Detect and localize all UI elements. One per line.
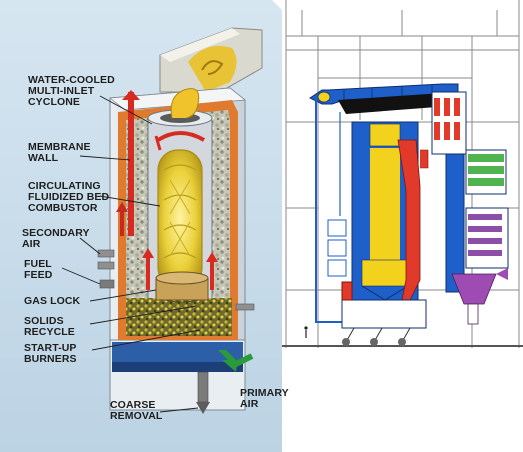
label-line: FLUIDIZED BED xyxy=(28,191,110,203)
label-coarse-removal: COARSE REMOVAL xyxy=(110,400,162,422)
boiler-cross-section-diagram xyxy=(282,0,523,360)
label-line: MULTI-INLET xyxy=(28,85,95,97)
label-line: RECYCLE xyxy=(24,326,75,338)
startup-burner-pipe xyxy=(235,303,255,311)
combustor-core xyxy=(157,149,203,289)
label-line: CIRCULATING xyxy=(28,180,101,192)
label-line: COARSE xyxy=(110,399,156,411)
label-line: SOLIDS xyxy=(24,315,64,327)
label-water-cooled-cyclone: WATER-COOLED MULTI-INLET CYCLONE xyxy=(28,75,115,108)
feed-nozzles xyxy=(97,249,115,289)
flue-gas-crossover xyxy=(338,92,464,154)
furnace-bottom xyxy=(341,299,427,346)
label-line: WATER-COOLED xyxy=(28,74,115,86)
top-steam-drum-duct xyxy=(309,83,459,105)
economizer xyxy=(465,207,509,269)
label-line: BURNERS xyxy=(24,353,77,365)
label-line: MEMBRANE xyxy=(28,141,91,153)
label-line: REMOVAL xyxy=(110,410,163,422)
label-line: SECONDARY xyxy=(22,227,90,239)
label-line: CYCLONE xyxy=(28,96,81,108)
fluidized-bed xyxy=(126,271,232,336)
label-gas-lock: GAS LOCK xyxy=(24,296,80,307)
hot-gas-arrows xyxy=(116,202,218,290)
left-tube-bundle xyxy=(327,219,353,301)
label-circulating-fluidized-bed: CIRCULATING FLUIDIZED BED COMBUSTOR xyxy=(28,181,109,214)
backpass-duct xyxy=(445,153,465,293)
outlet-duct xyxy=(159,27,263,93)
label-line: GAS LOCK xyxy=(24,295,81,307)
label-line: AIR xyxy=(240,398,259,410)
leader-lines xyxy=(61,95,201,413)
label-line: COMBUSTOR xyxy=(28,202,98,214)
coarse-removal-pipe xyxy=(196,371,210,414)
label-fuel-feed: FUEL FEED xyxy=(24,259,52,281)
label-primary-air: PRIMARY AIR xyxy=(240,388,289,410)
label-line: FUEL xyxy=(24,258,52,270)
superheater-bank xyxy=(431,91,467,155)
label-membrane-wall: MEMBRANE WALL xyxy=(28,142,91,164)
label-solids-recycle: SOLIDS RECYCLE xyxy=(24,316,75,338)
convection-bank xyxy=(465,149,507,195)
label-line: WALL xyxy=(28,152,59,164)
cfb-cutaway-illustration xyxy=(0,0,282,452)
label-line: FEED xyxy=(24,269,53,281)
label-line: START-UP xyxy=(24,342,77,354)
label-start-up-burners: START-UP BURNERS xyxy=(24,343,77,365)
label-line: AIR xyxy=(22,238,41,250)
human-scale-figure xyxy=(304,326,308,338)
ash-hopper xyxy=(451,268,508,325)
label-line: PRIMARY xyxy=(240,387,289,399)
riser-tubes xyxy=(122,90,140,236)
label-secondary-air: SECONDARY AIR xyxy=(22,228,90,250)
